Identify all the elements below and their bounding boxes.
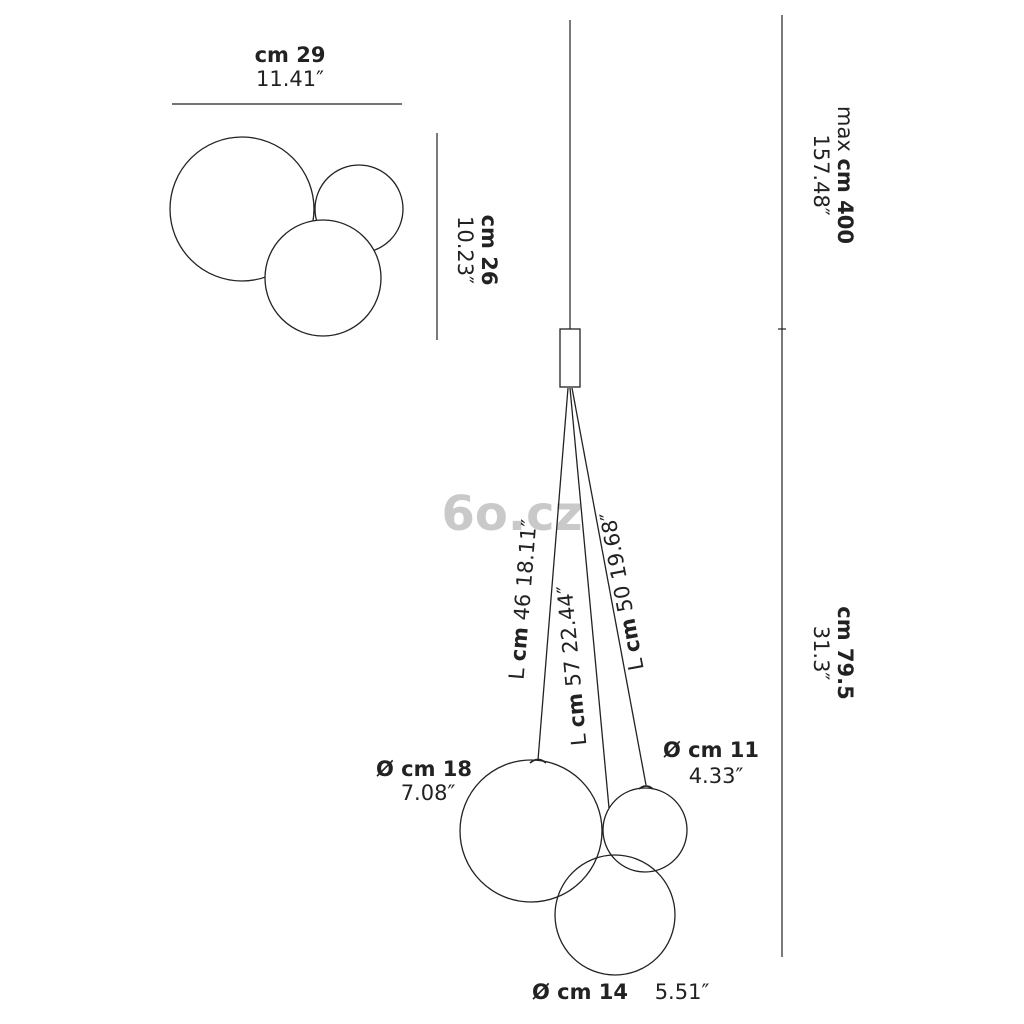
- sphere-small: [602, 787, 688, 873]
- cable-right: [571, 387, 647, 786]
- sphere-medium: [554, 854, 676, 976]
- top-view-large-sphere: [169, 136, 315, 282]
- sphere-small-cm: Ø cm 11: [663, 738, 759, 762]
- drop-height-cm: cm 79.5: [833, 606, 857, 699]
- suspension: [559, 20, 581, 388]
- sphere-medium-cm: Ø cm 14: [532, 980, 628, 1004]
- cable-right-label: L cm 50 19.68″: [596, 510, 649, 673]
- cable-left: [537, 387, 569, 761]
- sphere-large-cap: [529, 758, 547, 764]
- pendant-spheres: [459, 758, 688, 976]
- sphere-large-in: 7.08″: [401, 781, 456, 805]
- watermark-logo: 6o.cz: [442, 486, 583, 542]
- sphere-large: [459, 759, 603, 903]
- cable-middle: [569, 387, 610, 809]
- drop-height-in: 31.3″: [809, 626, 833, 681]
- top-depth-cm: cm 26: [477, 215, 501, 286]
- sphere-small-cap: [638, 785, 654, 790]
- overall-height-cm: max cm 400: [833, 106, 857, 244]
- height-dimensions: max cm 400 157.48″ cm 79.5 31.3″: [778, 15, 857, 957]
- sphere-medium-in: 5.51″: [655, 980, 710, 1004]
- cable-left-label: L cm 46 18.11″: [505, 518, 542, 680]
- top-width-in: 11.41″: [256, 67, 324, 91]
- ceiling-canopy: [559, 328, 581, 388]
- overall-height-in: 157.48″: [809, 134, 833, 215]
- top-view: cm 29 11.41″ cm 26 10.23″: [169, 43, 501, 340]
- pendant-cables: L cm 46 18.11″ L cm 57 22.44″ L cm 50 19…: [505, 387, 649, 809]
- top-depth-in: 10.23″: [453, 216, 477, 284]
- sphere-large-cm: Ø cm 18: [376, 757, 472, 781]
- top-width-cm: cm 29: [255, 43, 326, 67]
- cable-middle-label: L cm 57 22.44″: [553, 584, 592, 746]
- sphere-small-in: 4.33″: [689, 764, 744, 788]
- top-view-medium-sphere: [264, 219, 382, 337]
